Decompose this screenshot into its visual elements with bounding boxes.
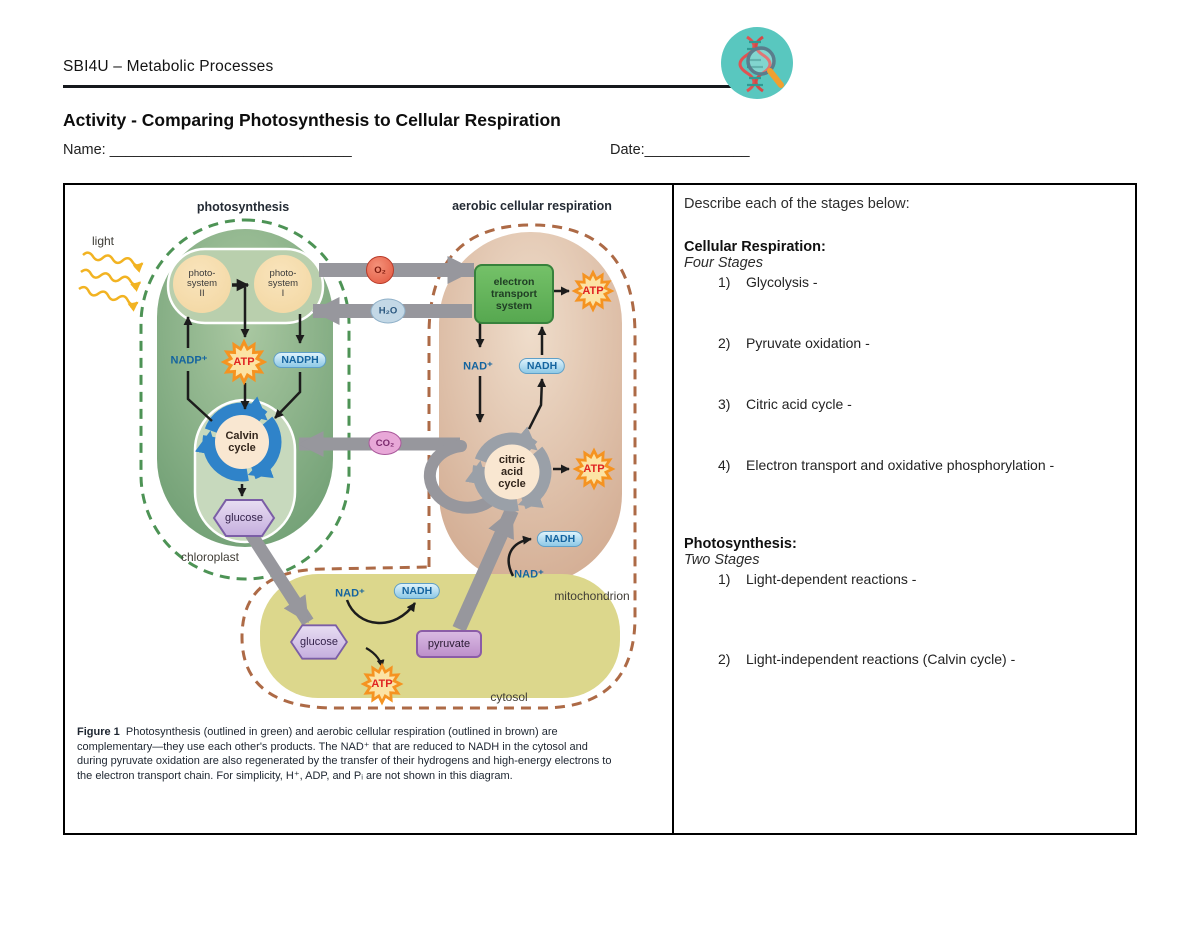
- pyruvate-box: pyruvate: [416, 630, 482, 658]
- nadh-pill-cytosol: NADH: [393, 583, 441, 599]
- nadp-label: NADP⁺: [170, 354, 208, 367]
- figure-caption: Figure 1 Photosynthesis (outlined in gre…: [77, 725, 617, 783]
- nadph-to-calvin-arrow: [274, 372, 302, 419]
- photosynthesis-outline: [139, 218, 351, 581]
- question-light-independent: 2) Light-independent reactions (Calvin c…: [718, 651, 1016, 667]
- nadh-pill-ets: NADH: [518, 358, 566, 374]
- figure-caption-text: Photosynthesis (outlined in green) and a…: [77, 726, 612, 782]
- mito-nad-to-nadh-arrow: [507, 535, 532, 577]
- glucose-transfer-arrow: [245, 530, 314, 626]
- course-header: SBI4U – Metabolic Processes: [63, 58, 274, 75]
- h2o-badge: H₂O: [370, 298, 406, 324]
- nad-label-citric: NAD⁺: [514, 568, 544, 581]
- name-label: Name:: [63, 142, 106, 158]
- photosynthesis-heading: Photosynthesis:: [684, 536, 797, 552]
- date-field: Date:_____________: [610, 142, 750, 158]
- chloroplast-label: chloroplast: [180, 550, 240, 564]
- question-glycolysis: 1) Glycolysis -: [718, 274, 818, 290]
- glucose-label-chloroplast: glucose: [225, 512, 263, 524]
- cellular-respiration-heading: Cellular Respiration:: [684, 239, 826, 255]
- cytosol-label: cytosol: [490, 690, 528, 704]
- date-label: Date:: [610, 142, 645, 158]
- light-label: light: [91, 234, 115, 248]
- light-rays: [78, 251, 144, 312]
- photosynthesis-subheading: Two Stages: [684, 552, 760, 568]
- question-pyruvate-oxidation: 2) Pyruvate oxidation -: [718, 335, 870, 351]
- question-light-dependent: 1) Light-dependent reactions -: [718, 571, 917, 587]
- citric-co2-loop: [424, 440, 502, 514]
- citric-cycle-ring: [464, 426, 552, 512]
- calvin-cycle-ring: [194, 396, 282, 482]
- respiration-outline: [240, 223, 637, 710]
- date-blank: _____________: [644, 142, 750, 158]
- page-title: Activity - Comparing Photosynthesis to C…: [63, 110, 561, 130]
- nadh-pill-citric: NADH: [536, 531, 584, 547]
- calvin-cycle-center: [215, 415, 269, 469]
- name-blank: ______________________________: [109, 142, 352, 158]
- name-date-row: Name: ______________________________ Dat…: [63, 142, 1137, 158]
- cyto-nad-to-nadh-arrow: [345, 599, 417, 625]
- dna-magnifier-logo: [721, 27, 793, 99]
- photosynthesis-section-label: photosynthesis: [196, 200, 290, 214]
- citric-cycle-center: [484, 444, 540, 500]
- cellular-respiration-subheading: Four Stages: [684, 255, 763, 271]
- worksheet-box: photosynthesis aerobic cellular respirat…: [63, 183, 1137, 835]
- glucose-label-cytosol: glucose: [300, 636, 338, 648]
- nad-label-ets: NAD⁺: [463, 360, 493, 373]
- questions-intro: Describe each of the stages below:: [684, 196, 910, 212]
- nadph-pill: NADPH: [273, 352, 327, 368]
- citric-to-nadh-arrow: [527, 378, 547, 430]
- figure-caption-label: Figure 1: [77, 726, 120, 738]
- pyruvate-transfer-arrow: [452, 507, 519, 632]
- calvin-to-nadp-line: [186, 371, 213, 422]
- nad-label-cytosol: NAD⁺: [335, 587, 365, 600]
- atp-label-chloroplast: ATP: [233, 356, 255, 368]
- atp-label-ets: ATP: [582, 285, 604, 297]
- respiration-section-label: aerobic cellular respiration: [452, 199, 612, 213]
- co2-badge: CO₂: [368, 431, 402, 455]
- mitochondrion-label: mitochondrion: [554, 589, 630, 603]
- figure-diagram: photosynthesis aerobic cellular respirat…: [65, 185, 672, 833]
- atp-label-citric: ATP: [583, 463, 605, 475]
- o2-badge: O₂: [366, 256, 394, 284]
- header-rule: [63, 85, 743, 88]
- atp-label-cytosol: ATP: [371, 678, 393, 690]
- question-citric-acid-cycle: 3) Citric acid cycle -: [718, 396, 852, 412]
- questions-panel: Describe each of the stages below: Cellu…: [672, 185, 1135, 833]
- question-electron-transport: 4) Electron transport and oxidative phos…: [718, 457, 1055, 473]
